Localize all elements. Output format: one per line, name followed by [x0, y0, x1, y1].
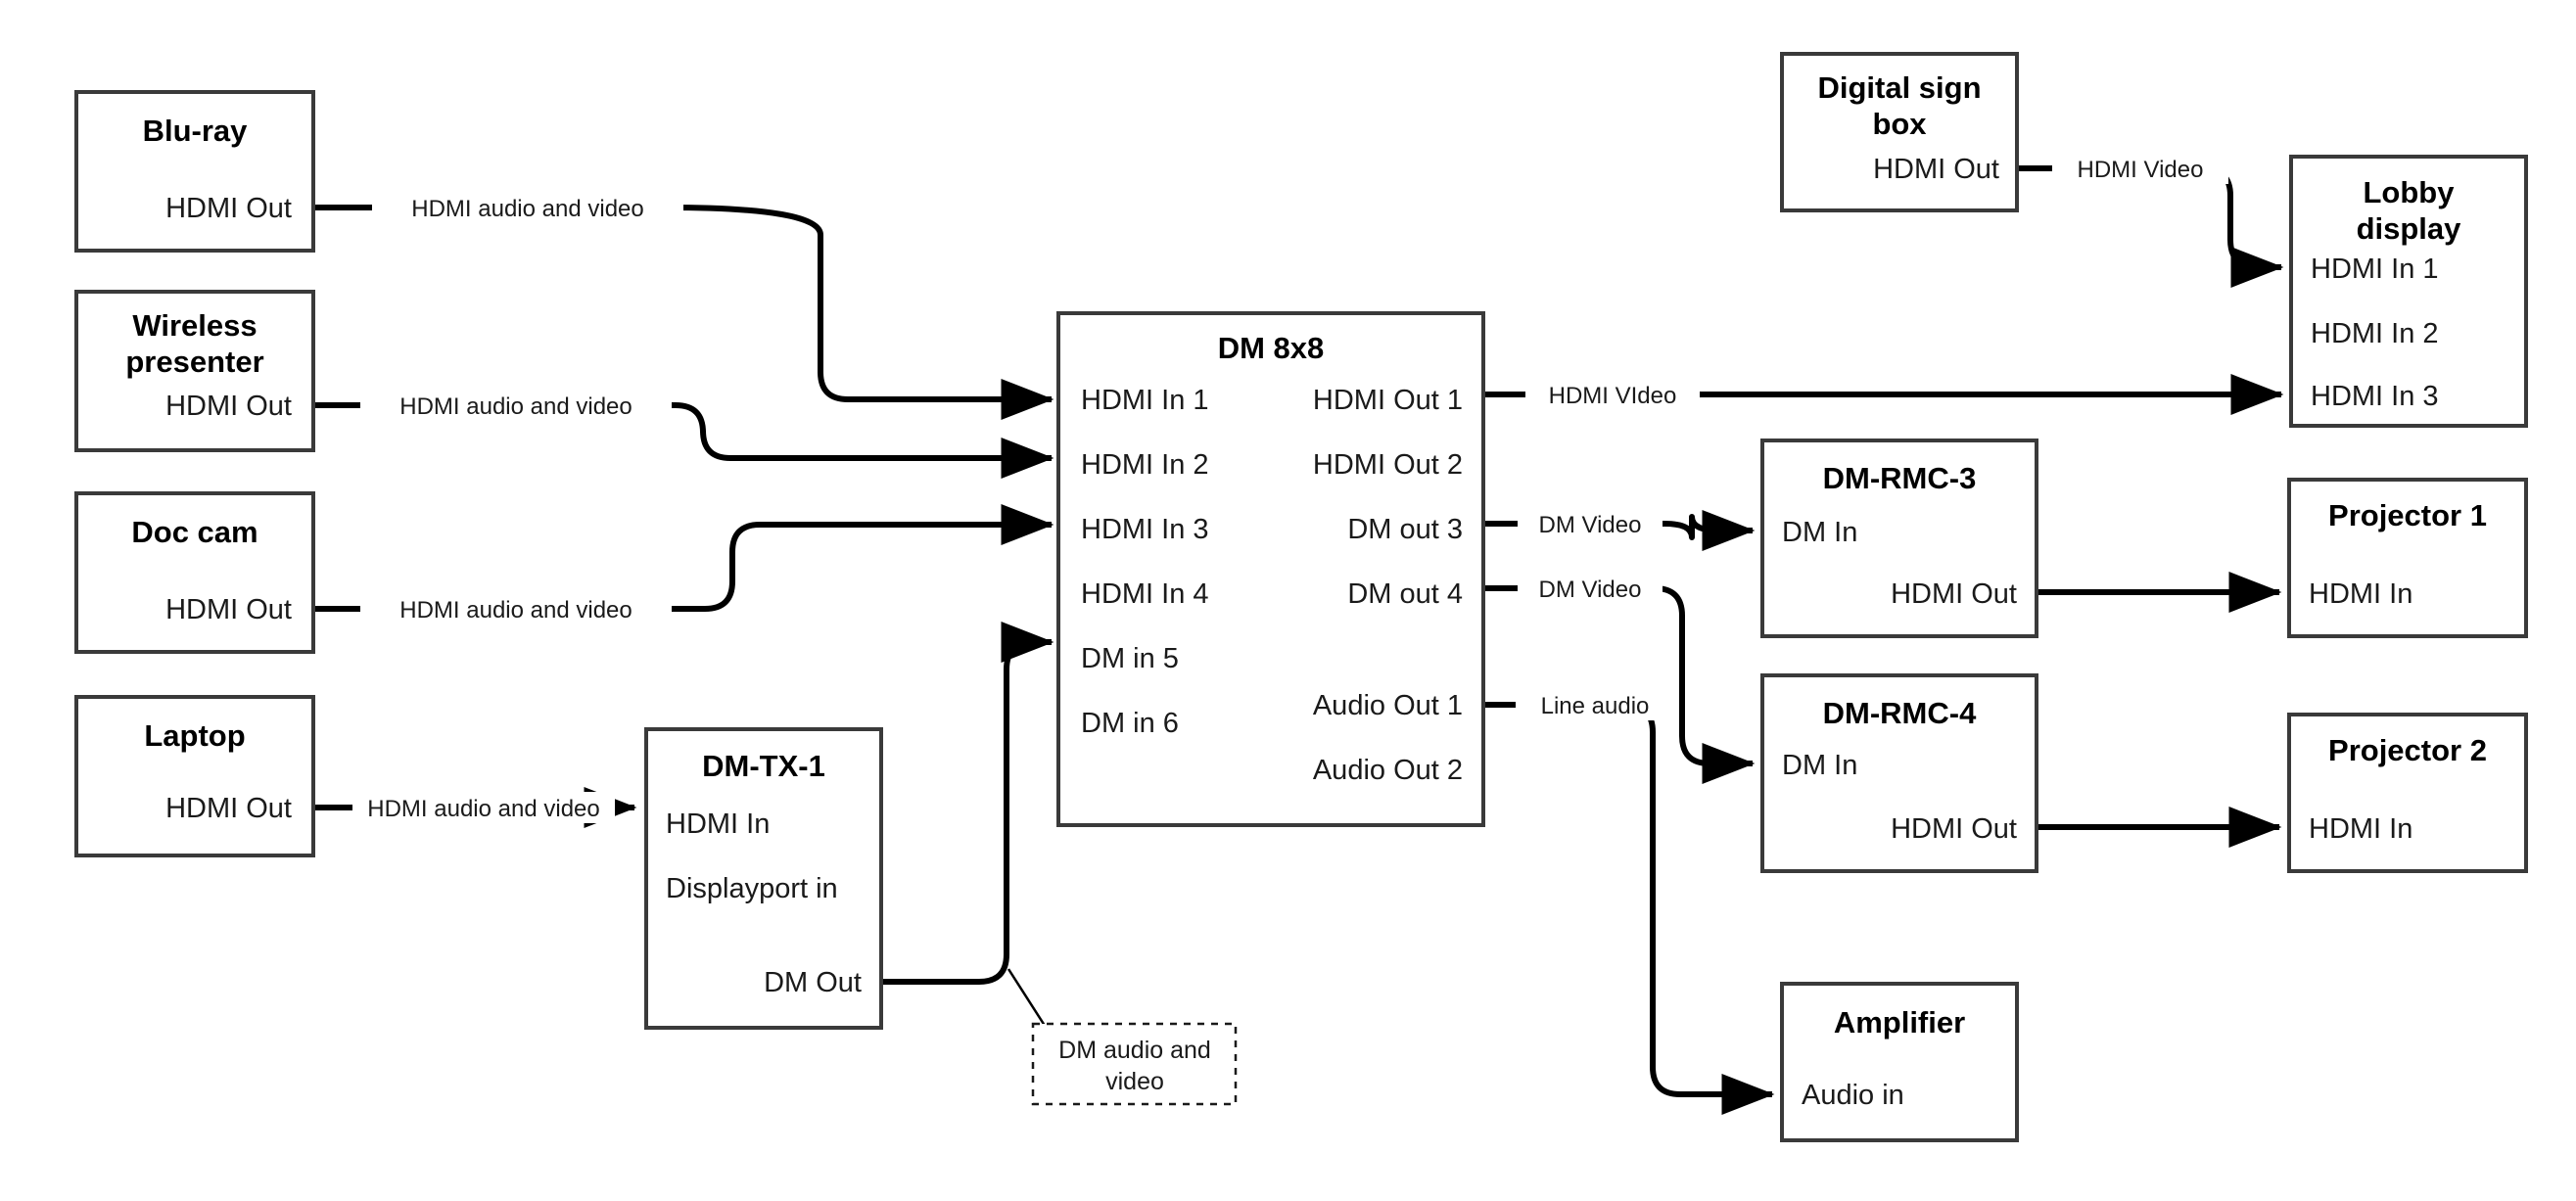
edge-label-hdmi-video-sign: HDMI Video	[2078, 157, 2204, 183]
node-laptop-box[interactable]	[74, 695, 315, 857]
edge-label-dm-video-4: DM Video	[1539, 577, 1642, 603]
node-bluray-title: Blu-ray	[143, 114, 249, 148]
node-digital-sign-box-title-line2: box	[1872, 107, 1927, 141]
port-lobby-display-hdmi-in-1: HDMI In 1	[2311, 254, 2439, 285]
edge-dm-out-4-to-rmc4: DM Video	[1483, 573, 1756, 784]
node-lobby-display[interactable]: Lobby display HDMI In 1 HDMI In 2 HDMI I…	[2289, 155, 2528, 428]
edge-dm-out-3-to-rmc3: DM Video	[1483, 508, 1756, 551]
callout-dm-audio-and-video-line2: video	[1105, 1068, 1164, 1095]
node-dm-rmc-3-box[interactable]	[1760, 439, 2038, 638]
node-dm-8x8-box[interactable]	[1056, 311, 1485, 827]
port-dm-rmc-4-hdmi-out: HDMI Out	[1891, 813, 2017, 845]
node-wireless-presenter-box[interactable]	[74, 290, 315, 452]
callout-dm-audio-and-video-box	[1031, 1022, 1238, 1106]
port-dm-8x8-hdmi-in-3: HDMI In 3	[1081, 514, 1209, 545]
callout-dm-audio-and-video-line1: DM audio and	[1058, 1037, 1211, 1064]
port-dm-8x8-hdmi-in-1: HDMI In 1	[1081, 385, 1209, 416]
node-lobby-display-title-line2: display	[2357, 211, 2462, 246]
port-lobby-display-hdmi-in-2: HDMI In 2	[2311, 318, 2439, 349]
edge-signbox-to-lobby-in-1: HDMI Video	[2017, 153, 2284, 288]
node-wireless-presenter[interactable]: Wireless presenter HDMI Out	[74, 290, 315, 452]
port-laptop-hdmi-out: HDMI Out	[165, 793, 292, 824]
node-lobby-display-box[interactable]	[2289, 155, 2528, 428]
edge-laptop-to-dmtx1: HDMI audio and video	[313, 787, 637, 828]
node-projector-1-title: Projector 1	[2328, 498, 2487, 532]
edge-label-doccam: HDMI audio and video	[399, 597, 632, 624]
node-projector-1[interactable]: Projector 1 HDMI In	[2287, 478, 2528, 638]
port-bluray-hdmi-out: HDMI Out	[165, 193, 292, 224]
node-projector-2-title: Projector 2	[2328, 733, 2487, 767]
node-dm-rmc-4-box[interactable]	[1760, 673, 2038, 873]
node-dm-tx-1[interactable]: DM-TX-1 HDMI In Displayport in DM Out	[644, 727, 883, 1030]
node-doc-cam-title: Doc cam	[131, 515, 258, 549]
edge-label-bluray: HDMI audio and video	[411, 196, 643, 222]
node-amplifier-title: Amplifier	[1834, 1005, 1965, 1039]
port-projector-1-hdmi-in: HDMI In	[2309, 578, 2412, 610]
port-wireless-presenter-hdmi-out: HDMI Out	[165, 391, 292, 422]
node-doc-cam-box[interactable]	[74, 491, 315, 654]
port-projector-2-hdmi-in: HDMI In	[2309, 813, 2412, 845]
edge-doccam-to-hdmi-in-3: HDMI audio and video	[313, 504, 1054, 624]
node-dm-rmc-4[interactable]: DM-RMC-4 DM In HDMI Out	[1760, 673, 2038, 873]
edge-label-dm-video-3: DM Video	[1539, 512, 1642, 538]
port-doc-cam-hdmi-out: HDMI Out	[165, 594, 292, 625]
port-dm-8x8-audio-out-2: Audio Out 2	[1313, 755, 1463, 786]
port-dm-8x8-dm-in-6: DM in 6	[1081, 708, 1179, 739]
port-digital-sign-box-hdmi-out: HDMI Out	[1873, 154, 1999, 185]
port-dm-tx-1-displayport-in: Displayport in	[666, 873, 838, 904]
node-projector-1-box[interactable]	[2287, 478, 2528, 638]
edge-label-laptop: HDMI audio and video	[367, 796, 599, 822]
node-laptop-title: Laptop	[144, 718, 245, 753]
node-digital-sign-box[interactable]: Digital sign box HDMI Out	[1780, 52, 2019, 212]
node-dm-tx-1-box[interactable]	[644, 727, 883, 1030]
port-lobby-display-hdmi-in-3: HDMI In 3	[2311, 381, 2439, 412]
port-dm-rmc-4-dm-in: DM In	[1782, 750, 1857, 781]
edge-wireless-to-hdmi-in-2: HDMI audio and video	[313, 390, 1054, 479]
edge-bluray-to-hdmi-in-1: HDMI audio and video	[313, 192, 1054, 420]
node-wireless-presenter-title-line1: Wireless	[132, 308, 257, 343]
node-wireless-presenter-title-line2: presenter	[125, 345, 263, 379]
node-dm-rmc-4-title: DM-RMC-4	[1823, 696, 1977, 730]
port-dm-8x8-audio-out-1: Audio Out 1	[1313, 690, 1463, 721]
node-amplifier-box[interactable]	[1780, 982, 2019, 1142]
node-digital-sign-box-box[interactable]	[1780, 52, 2019, 212]
node-dm-rmc-3-title: DM-RMC-3	[1823, 461, 1977, 495]
port-dm-8x8-dm-out-4: DM out 4	[1347, 578, 1463, 610]
node-bluray-box[interactable]	[74, 90, 315, 253]
port-dm-8x8-dm-out-3: DM out 3	[1347, 514, 1463, 545]
edge-audio-out-1-to-amplifier: Line audio	[1483, 689, 1775, 1115]
node-dm-8x8[interactable]: DM 8x8 HDMI In 1 HDMI In 2 HDMI In 3 HDM…	[1056, 311, 1485, 827]
node-projector-2-box[interactable]	[2287, 713, 2528, 873]
port-amplifier-audio-in: Audio in	[1802, 1080, 1904, 1111]
node-dm-8x8-title: DM 8x8	[1218, 331, 1325, 365]
port-dm-rmc-3-dm-in: DM In	[1782, 517, 1857, 548]
edge-label-line-audio: Line audio	[1541, 693, 1650, 719]
port-dm-tx-1-dm-out: DM Out	[764, 967, 862, 998]
callout-dm-audio-and-video: DM audio and video	[1031, 1022, 1238, 1106]
node-amplifier[interactable]: Amplifier Audio in	[1780, 982, 2019, 1142]
node-projector-2[interactable]: Projector 2 HDMI In	[2287, 713, 2528, 873]
node-laptop[interactable]: Laptop HDMI Out	[74, 695, 315, 857]
port-dm-8x8-hdmi-out-2: HDMI Out 2	[1313, 449, 1463, 481]
port-dm-8x8-dm-in-5: DM in 5	[1081, 643, 1179, 674]
edge-label-hdmi-video-out1: HDMI VIdeo	[1549, 383, 1677, 409]
port-dm-tx-1-hdmi-in: HDMI In	[666, 808, 770, 840]
port-dm-8x8-hdmi-in-4: HDMI In 4	[1081, 578, 1209, 610]
node-dm-tx-1-title: DM-TX-1	[702, 749, 825, 783]
edge-hdmi-out-1-to-lobby-in-3: HDMI VIdeo	[1483, 374, 2284, 415]
node-lobby-display-title-line1: Lobby	[2364, 175, 2456, 209]
edge-dmtx1-to-dm-in-5	[881, 622, 1057, 1043]
port-dm-rmc-3-hdmi-out: HDMI Out	[1891, 578, 2017, 610]
node-bluray[interactable]: Blu-ray HDMI Out	[74, 90, 315, 253]
node-digital-sign-box-title-line1: Digital sign	[1817, 70, 1981, 105]
node-dm-rmc-3[interactable]: DM-RMC-3 DM In HDMI Out	[1760, 439, 2038, 638]
port-dm-8x8-hdmi-out-1: HDMI Out 1	[1313, 385, 1463, 416]
node-doc-cam[interactable]: Doc cam HDMI Out	[74, 491, 315, 654]
edge-label-wireless: HDMI audio and video	[399, 393, 632, 420]
port-dm-8x8-hdmi-in-2: HDMI In 2	[1081, 449, 1209, 481]
